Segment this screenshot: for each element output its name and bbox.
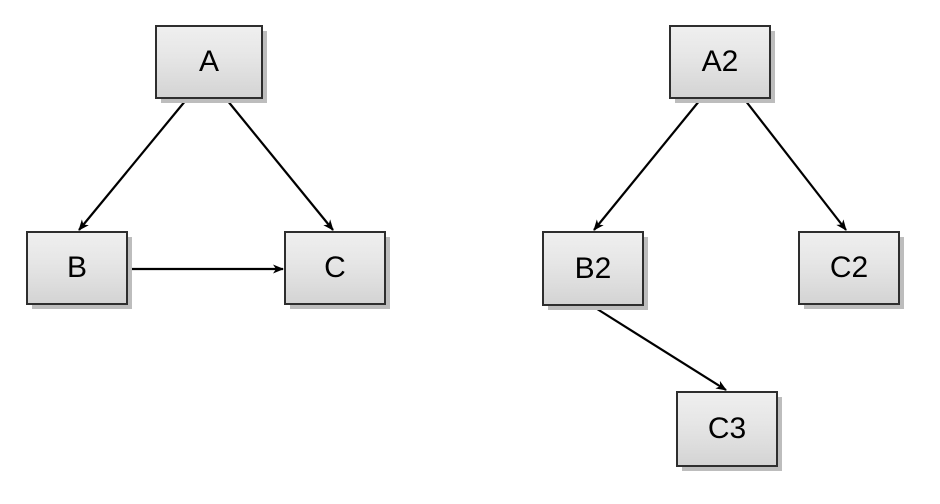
edge-a2-to-b2 — [593, 99, 701, 231]
node-label-a: A — [198, 45, 219, 78]
edge-a2-to-c2 — [744, 99, 847, 231]
node-label-c: C — [324, 251, 346, 284]
node-b[interactable]: B — [26, 231, 128, 305]
node-a[interactable]: A — [155, 25, 263, 99]
node-label-c3: C3 — [707, 412, 747, 445]
edge-a-to-b — [78, 99, 187, 231]
node-label-b2: B2 — [574, 251, 612, 285]
node-label-b: B — [66, 251, 87, 284]
node-b2[interactable]: B2 — [542, 231, 644, 306]
node-a2[interactable]: A2 — [669, 25, 771, 99]
edge-a-to-c — [226, 99, 334, 231]
edge-b2-to-c3 — [593, 306, 727, 391]
node-c[interactable]: C — [284, 231, 386, 305]
node-c2[interactable]: C2 — [798, 231, 900, 305]
node-c3[interactable]: C3 — [676, 391, 778, 467]
node-label-a2: A2 — [701, 45, 739, 78]
node-label-c2: C2 — [829, 251, 869, 284]
